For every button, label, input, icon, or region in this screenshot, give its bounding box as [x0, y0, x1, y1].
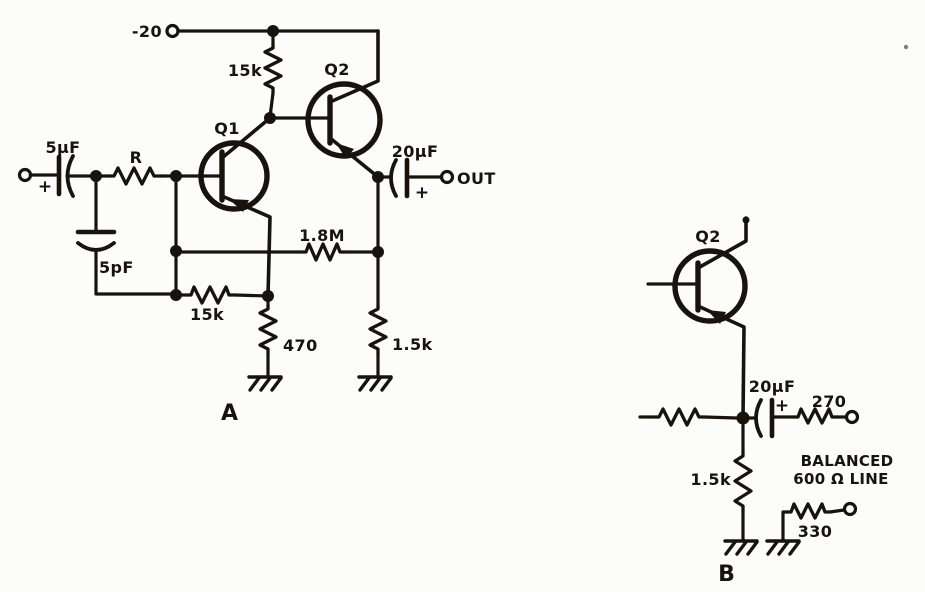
series-resistor-label: R [130, 148, 143, 167]
output-cap-label: 20µF [392, 142, 439, 161]
line-resistor-330-label: 330 [798, 522, 833, 541]
collector-resistor-15k: 15k [228, 29, 283, 119]
line-terminal-top [844, 409, 860, 425]
collector-resistor-label: 15k [228, 61, 262, 80]
balanced-line-note: BALANCED 600 Ω LINE [793, 452, 893, 488]
cap-plate-curved [754, 398, 763, 438]
resistor-zigzag [301, 242, 347, 262]
supply-terminal [165, 23, 180, 39]
emitter-arrow [229, 199, 249, 212]
emitter-resistor-470: 470 [258, 294, 318, 379]
q2-label: Q2 [695, 227, 721, 246]
coupling-cap-label: 20µF [749, 377, 796, 396]
feedback-cap-5pf: 5pF [75, 174, 178, 296]
output-label: OUT [457, 169, 496, 188]
line-terminal-bottom [842, 501, 858, 517]
ground-symbol [765, 539, 801, 556]
note-line2: 600 Ω LINE [793, 470, 888, 488]
collector-lead [220, 116, 272, 160]
note-line1: BALANCED [801, 452, 894, 470]
line-resistor-270-label: 270 [812, 392, 847, 411]
output-cap-plus: + [415, 183, 429, 203]
load-resistor-1-5k: 1.5k [368, 250, 433, 379]
transistor-circle [305, 81, 383, 159]
resistor-zigzag [258, 304, 278, 356]
resistor-zigzag [733, 450, 753, 514]
circuit-a: -20 15k + 5µF R [17, 22, 496, 426]
collector-lead [696, 216, 748, 270]
output-terminal [439, 169, 455, 185]
emitter-arrow [707, 310, 726, 324]
resistor-zigzag [186, 285, 237, 305]
resistor-zigzag [793, 407, 839, 425]
base-resistor-label: 15k [190, 305, 224, 324]
circuit-a-caption: A [221, 401, 239, 426]
circuit-b: Q2 20µF + 270 BALANCED 600 Ω LINE [638, 216, 893, 587]
line-resistor-330: 330 [781, 501, 858, 543]
left-resistor-unlabeled [638, 407, 739, 427]
ground-symbol [247, 375, 283, 392]
transistor-q2-a: Q2 [268, 29, 383, 179]
input-cap-label: 5µF [45, 138, 80, 157]
ground-symbol [357, 375, 393, 392]
q2-label: Q2 [324, 60, 350, 79]
resistor-zigzag [786, 502, 832, 520]
transistor-circle [672, 248, 748, 324]
transistor-q2-b: Q2 [646, 216, 750, 420]
scan-speck [903, 44, 909, 50]
coupling-cap-20uf: 20µF + [741, 377, 796, 439]
input-terminal [17, 167, 33, 183]
coupling-cap-plus: + [775, 396, 789, 416]
circuit-b-caption: B [718, 562, 736, 587]
transistor-circle [198, 140, 270, 212]
q1-label: Q1 [214, 119, 240, 138]
line-resistor-270: 270 [771, 392, 860, 425]
input-cap-plus: + [38, 177, 52, 197]
feedback-resistor-label: 1.8M [299, 226, 345, 245]
supply-label: -20 [132, 22, 162, 41]
series-resistor-r: R [108, 148, 178, 186]
base-resistor-15k: 15k [174, 285, 270, 324]
ground-symbol [723, 539, 759, 556]
collector-stub-tip [742, 216, 750, 224]
emitter-resistor-label: 1.5k [690, 470, 731, 489]
collector-lead [328, 29, 380, 104]
feedback-resistor-1-8m: 1.8M [174, 226, 380, 262]
resistor-zigzag [368, 304, 388, 356]
feedback-cap-label: 5pF [99, 258, 134, 277]
emitter-arrow [336, 143, 354, 159]
emitter-resistor-1-5k: 1.5k [690, 416, 753, 543]
input-section: + 5µF [17, 138, 112, 198]
resistor-zigzag [108, 166, 164, 186]
cap-plate-curved [76, 241, 116, 252]
load-resistor-label: 1.5k [392, 335, 433, 354]
emitter-resistor-label: 470 [283, 336, 318, 355]
cap-plate-curved [389, 158, 398, 198]
resistor-zigzag [654, 407, 706, 427]
output-section: 20µF + OUT [372, 142, 496, 203]
transistor-q1: Q1 [174, 116, 272, 298]
resistor-zigzag [263, 43, 283, 95]
